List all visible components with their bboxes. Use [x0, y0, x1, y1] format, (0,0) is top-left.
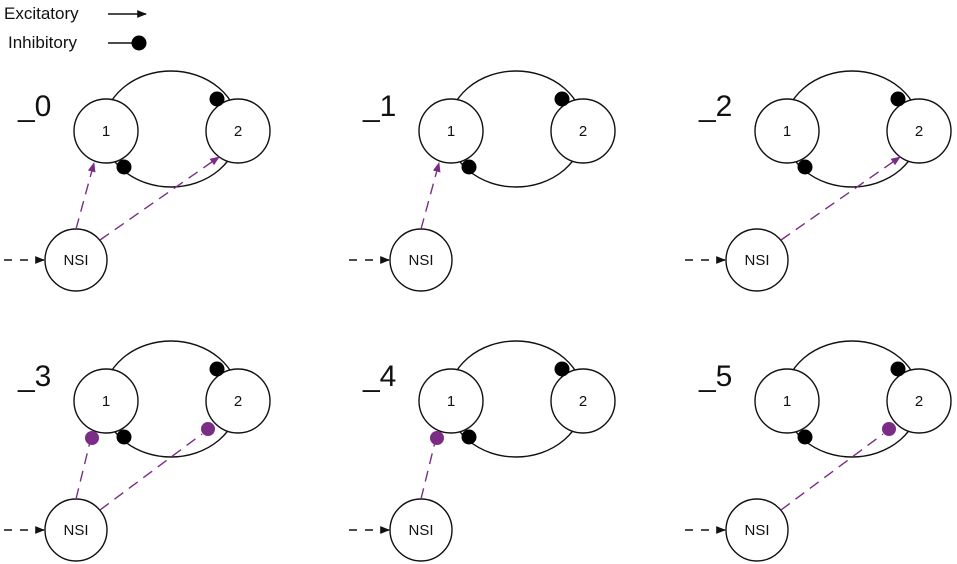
panel-label: _3	[17, 360, 51, 393]
legend: Excitatory Inhibitory	[4, 4, 147, 52]
inhibitory-synapse-2-to-1	[797, 159, 813, 175]
nsi-to-neuron-2-excitatory	[99, 156, 220, 241]
neuron-2-label: 2	[579, 393, 587, 410]
nsi-neuron	[725, 228, 789, 292]
nsi-label: NSI	[744, 252, 769, 269]
inhibitory-synapse-1-to-2	[209, 91, 225, 107]
inhibitory-synapse-2-to-1	[797, 429, 813, 445]
inhibitory-synapse-2-to-1	[461, 159, 477, 175]
neuron-2	[886, 368, 952, 434]
neuron-2	[205, 98, 271, 164]
inhibitory-synapse-1-to-2	[890, 91, 906, 107]
nsi-to-neuron-1-excitatory	[420, 162, 441, 230]
inhibitory-synapse-1-to-2	[890, 361, 906, 377]
panel-label: _4	[362, 360, 396, 393]
nsi-label: NSI	[63, 252, 88, 269]
panel-label: _2	[698, 90, 732, 123]
legend-inhibitory-label: Inhibitory	[8, 33, 77, 52]
panel-label: _1	[362, 90, 396, 123]
neuron-1-label: 1	[783, 393, 791, 410]
nsi-neuron	[725, 498, 789, 562]
nsi-to-neuron-2-excitatory	[780, 156, 901, 241]
neuron-1	[418, 368, 484, 434]
neuron-1	[754, 368, 820, 434]
panel-label: _0	[17, 90, 51, 123]
neuron-1-label: 1	[102, 393, 110, 410]
nsi-to-neuron-1-excitatory	[75, 162, 96, 230]
neuron-2-label: 2	[234, 123, 242, 140]
panel-label: _5	[698, 360, 732, 393]
neuron-2	[550, 98, 616, 164]
neuron-1	[73, 98, 139, 164]
nsi-to-neuron-1-inhibitory-dot	[430, 431, 444, 445]
nsi-to-neuron-1-line	[75, 441, 91, 500]
neuron-1-label: 1	[102, 123, 110, 140]
legend-inhibitory-dot	[131, 35, 147, 51]
neuron-2-label: 2	[915, 123, 923, 140]
neuron-2	[550, 368, 616, 434]
nsi-label: NSI	[63, 522, 88, 539]
nsi-to-neuron-1-inhibitory-dot	[85, 431, 99, 445]
nsi-to-neuron-1-line	[420, 441, 436, 500]
inhibitory-synapse-1-to-2	[554, 361, 570, 377]
nsi-to-neuron-2-line	[780, 433, 884, 511]
neuron-2-label: 2	[915, 393, 923, 410]
inhibitory-synapse-2-to-1	[461, 429, 477, 445]
neuron-2-label: 2	[234, 393, 242, 410]
nsi-label: NSI	[408, 252, 433, 269]
nsi-to-neuron-2-inhibitory-dot	[882, 422, 896, 436]
inhibitory-synapse-2-to-1	[116, 429, 132, 445]
neuron-1-label: 1	[447, 393, 455, 410]
nsi-label: NSI	[408, 522, 433, 539]
inhibitory-synapse-2-to-1	[116, 159, 132, 175]
neuron-1-label: 1	[783, 123, 791, 140]
nsi-label: NSI	[744, 522, 769, 539]
neuron-2	[886, 98, 952, 164]
nsi-to-neuron-2-inhibitory-dot	[201, 422, 215, 436]
neuron-1	[73, 368, 139, 434]
neuron-1	[418, 98, 484, 164]
legend-excitatory-label: Excitatory	[4, 4, 79, 23]
inhibitory-synapse-1-to-2	[209, 361, 225, 377]
neuron-2-label: 2	[579, 123, 587, 140]
nsi-to-neuron-2-line	[99, 433, 203, 511]
neuron-2	[205, 368, 271, 434]
inhibitory-synapse-1-to-2	[554, 91, 570, 107]
neuron-1-label: 1	[447, 123, 455, 140]
neuron-1	[754, 98, 820, 164]
